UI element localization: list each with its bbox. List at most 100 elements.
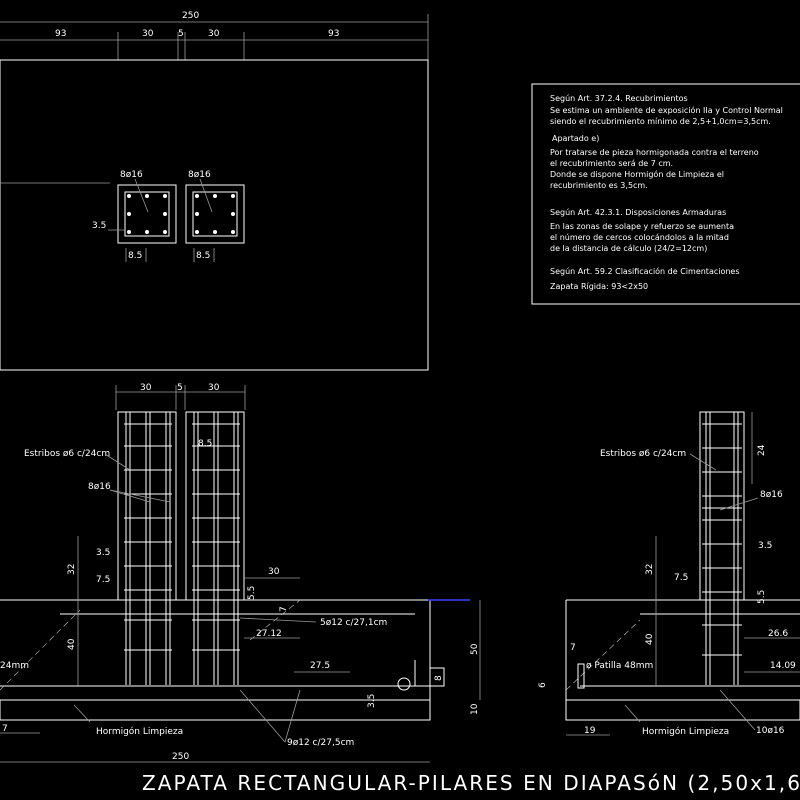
sec-a-overall-dim: 250: [172, 752, 189, 762]
sec-b-dim-40: 40: [645, 633, 655, 645]
sec-a-dim-35: 3.5: [96, 548, 110, 558]
sec-a-leader: [239, 689, 286, 743]
sec-a-top-dim-3: 30: [208, 383, 220, 393]
sec-a-dim-8: 8: [434, 675, 444, 681]
column-right-outline: [185, 184, 245, 244]
column-left-outline: [117, 184, 177, 244]
sec-b-dim-75: 7.5: [674, 573, 688, 583]
sec-a-dim-7: 7: [279, 606, 289, 612]
sec-a-top-dim-1: 30: [140, 383, 152, 393]
sec-a-leader: [109, 489, 151, 503]
sec-a-bars-label: 8ø16: [88, 482, 111, 492]
sec-a-stirrups-label: Estribos ø6 c/24cm: [24, 449, 110, 459]
sec-a-patilla: 24mm: [0, 661, 29, 671]
note-line-12: de la distancia de cálculo (24/2=12cm): [550, 244, 707, 253]
sec-a-dim-275: 27.5: [310, 661, 330, 671]
sec-a-dashed: [0, 609, 81, 691]
sec-a-lean-concrete-label: Hormigón Limpieza: [96, 726, 183, 737]
sec-a-column-right: [185, 411, 245, 601]
column-left-stirrup: [124, 191, 170, 237]
plan-cover-dim: 3.5: [92, 221, 106, 231]
sec-b-lean-concrete-label: Hormigón Limpieza: [642, 726, 729, 737]
plan-cover-bottom-right: 8.5: [196, 251, 210, 261]
sec-b-vertical-bars: [705, 412, 739, 685]
note-line-2: Se estima un ambiente de exposición IIa …: [550, 105, 783, 115]
sec-b-patilla: ø Patilla 48mm: [586, 661, 653, 671]
sec-a-leader: [73, 704, 91, 723]
sec-a-column-left: [117, 411, 177, 601]
sec-a-leader: [109, 489, 171, 503]
column-right-stirrup: [192, 191, 238, 237]
sec-b-column: [699, 411, 745, 601]
sec-a-dim-35b: 3.5: [367, 694, 377, 708]
sec-b-leader: [719, 689, 756, 731]
sec-b-stirrups: [702, 423, 742, 656]
sec-a-dim-85: 8.5: [198, 439, 212, 449]
section-a: 30 5 30: [0, 383, 481, 763]
plan-seg-1: 93: [55, 29, 66, 39]
sec-a-vertical-bars: [125, 412, 239, 685]
sec-b-dim-1409: 14.09: [770, 661, 796, 671]
sec-b-dim-6: 6: [538, 682, 548, 688]
sec-b-dim-266: 26.6: [768, 629, 788, 639]
note-line-8: recubrimiento es 3,5cm.: [550, 181, 648, 190]
sec-b-leader: [719, 497, 759, 511]
plan-seg-3: 5: [178, 29, 184, 39]
sec-b-bars-label: 8ø16: [760, 490, 783, 500]
footing-plan-outline: [0, 59, 429, 371]
plan-leader: [134, 178, 149, 213]
sec-a-leader: [284, 689, 301, 743]
sec-a-dim-10: 10: [470, 703, 480, 715]
sec-a-dim-50: 50: [470, 643, 480, 655]
plan-cover-bottom-left: 8.5: [128, 251, 142, 261]
sec-a-leader: [239, 617, 317, 623]
sec-a-top-rebar-label: 5ø12 c/27,1cm: [320, 618, 387, 628]
sec-a-stirrups: [124, 423, 240, 651]
plan-view: 250 93 30 5 30 93 8ø16 8ø16 3.5: [0, 11, 429, 371]
note-line-11: el número de cercos colocándolos a la mi…: [550, 233, 729, 242]
sec-a-dim-32: 32: [67, 564, 77, 575]
column-bars: [127, 194, 235, 234]
note-line-13: Según Art. 59.2 Clasificación de Cimenta…: [550, 266, 740, 276]
plan-overall-dim: 250: [182, 11, 199, 21]
sec-b-dim-32: 32: [645, 564, 655, 575]
note-line-9: Según Art. 42.3.1. Disposiciones Armadur…: [550, 208, 726, 217]
sec-a-patilla-circle: [397, 677, 411, 691]
notes-box: Según Art. 37.2.4. Recubrimientos Se est…: [531, 83, 800, 305]
sec-a-dim-2712: 27.12: [256, 629, 282, 639]
sec-a-bottom-rebar-label: 9ø12 c/27,5cm: [287, 738, 354, 748]
sec-b-dim-35: 3.5: [758, 541, 772, 551]
plan-column-right-label: 8ø16: [188, 170, 211, 180]
sec-a-top-dim-2: 5: [177, 383, 183, 393]
sec-a-dim-55: 5.5: [247, 586, 257, 600]
note-line-7: Donde se dispone Hormigón de Limpieza el: [550, 169, 724, 179]
note-line-10: En las zonas de solape y refuerzo se aum…: [550, 222, 734, 231]
sec-b-leader: [689, 453, 717, 471]
sec-b-bottom-rebar-label: 10ø16: [756, 726, 785, 736]
plan-seg-5: 93: [328, 29, 339, 39]
plan-seg-4: 30: [208, 29, 220, 39]
sec-a-lean-concrete: [0, 699, 431, 721]
sec-b-dashed: [565, 619, 641, 691]
note-line-14: Zapata Rígida: 93<2x50: [550, 282, 648, 291]
sec-a-dim-75: 7.5: [96, 575, 110, 585]
note-line-6: el recubrimiento será de 7 cm.: [550, 159, 673, 168]
drawing-title: ZAPATA RECTANGULAR-PILARES EN DIAPASóN (…: [142, 771, 800, 795]
sec-a-left-dim: 7: [2, 724, 8, 734]
section-b: 24 Estribos ø6 c/24cm 8ø16 3.5 32 7.5 5.…: [538, 411, 800, 737]
plan-seg-2: 30: [142, 29, 154, 39]
sec-b-patilla-hook: [577, 663, 585, 689]
plan-column-left-label: 8ø16: [120, 170, 143, 180]
sec-a-dim-30: 30: [268, 567, 280, 577]
sec-b-stirrups-label: Estribos ø6 c/24cm: [600, 449, 686, 459]
note-line-3: siendo el recubrimiento mínimo de 2,5+1,…: [550, 117, 771, 126]
sec-a-detail-box: [429, 667, 445, 687]
note-line-4: Apartado e): [552, 134, 599, 143]
sec-b-dim-55: 5.5: [757, 590, 767, 604]
sec-a-leader: [104, 453, 131, 471]
sec-b-dim-24: 24: [757, 444, 767, 456]
note-line-5: Por tratarse de pieza hormigonada contra…: [550, 148, 759, 157]
sec-b-dim-19: 19: [584, 726, 596, 736]
sec-b-dim-7: 7: [570, 643, 576, 653]
